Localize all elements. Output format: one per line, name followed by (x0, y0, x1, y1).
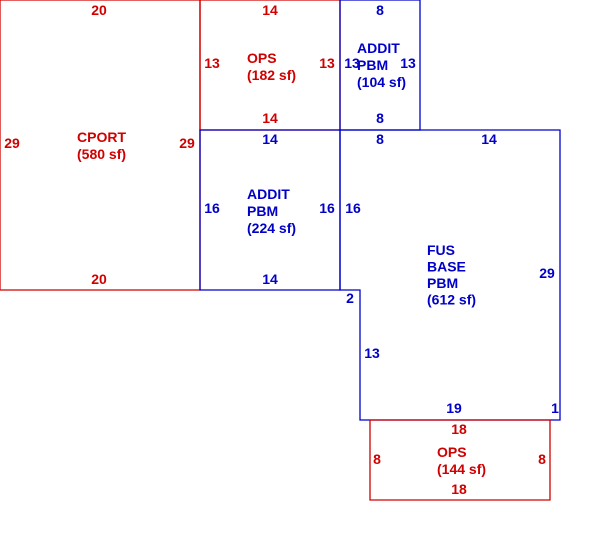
dimension-label: 16 (204, 200, 220, 216)
dimension-label: 20 (91, 271, 107, 287)
area-label-line: (144 sf) (437, 461, 486, 477)
dimension-label: 29 (539, 265, 555, 281)
dimension-label: 16 (319, 200, 335, 216)
dimension-label: 13 (319, 55, 335, 71)
dimension-label: 16 (345, 200, 361, 216)
dimension-label: 8 (538, 451, 546, 467)
area-label: OPS(144 sf) (437, 444, 486, 477)
area-label-line: (182 sf) (247, 67, 296, 83)
area-label-line: (104 sf) (357, 74, 406, 90)
dimension-label: 19 (446, 400, 462, 416)
dimension-label: 8 (373, 451, 381, 467)
dimension-label: 8 (376, 131, 384, 147)
area-label-line: BASE (427, 259, 466, 275)
area-ops-bottom: OPS(144 sf) 18 8 18 8 (369, 419, 551, 501)
area-ops-top: OPS(182 sf) 14 13 14 13 (199, 0, 341, 131)
area-outline (339, 129, 561, 421)
area-label: OPS(182 sf) (247, 50, 296, 83)
dimension-label: 20 (91, 2, 107, 18)
area-label-line: OPS (437, 444, 467, 460)
dimension-label: 18 (451, 421, 467, 437)
dimension-label: 13 (204, 55, 220, 71)
dimension-label: 13 (344, 55, 360, 71)
dimension-label: 13 (364, 345, 380, 361)
area-outline (0, 0, 201, 291)
area-cport: CPORT(580 sf) 20 29 20 29 (0, 0, 201, 291)
dimension-label: 13 (400, 55, 416, 71)
area-label: CPORT(580 sf) (77, 129, 126, 162)
dimension-label: 14 (262, 131, 278, 147)
dimension-label: 14 (262, 2, 278, 18)
area-label-line: (580 sf) (77, 146, 126, 162)
dimension-label: 8 (376, 110, 384, 126)
area-label-line: (612 sf) (427, 292, 476, 308)
area-label-line: (224 sf) (247, 220, 296, 236)
area-label-line: FUS (427, 242, 455, 258)
area-label-line: CPORT (77, 129, 126, 145)
dimension-label: 18 (451, 481, 467, 497)
dimension-label: 29 (4, 135, 20, 151)
dimension-label: 29 (179, 135, 195, 151)
dimension-label: 2 (346, 290, 354, 306)
dimension-label: 14 (262, 271, 278, 287)
area-outline (369, 419, 551, 501)
dimension-label: 1 (551, 400, 559, 416)
dimension-label: 14 (262, 110, 278, 126)
area-label-line: PBM (357, 57, 388, 73)
dimension-label: 14 (481, 131, 497, 147)
area-label-line: PBM (247, 203, 278, 219)
dimension-label: 8 (376, 2, 384, 18)
area-label-line: ADDIT (247, 186, 290, 202)
area-label-line: PBM (427, 275, 458, 291)
area-label-line: ADDIT (357, 40, 400, 56)
area-label-line: OPS (247, 50, 277, 66)
